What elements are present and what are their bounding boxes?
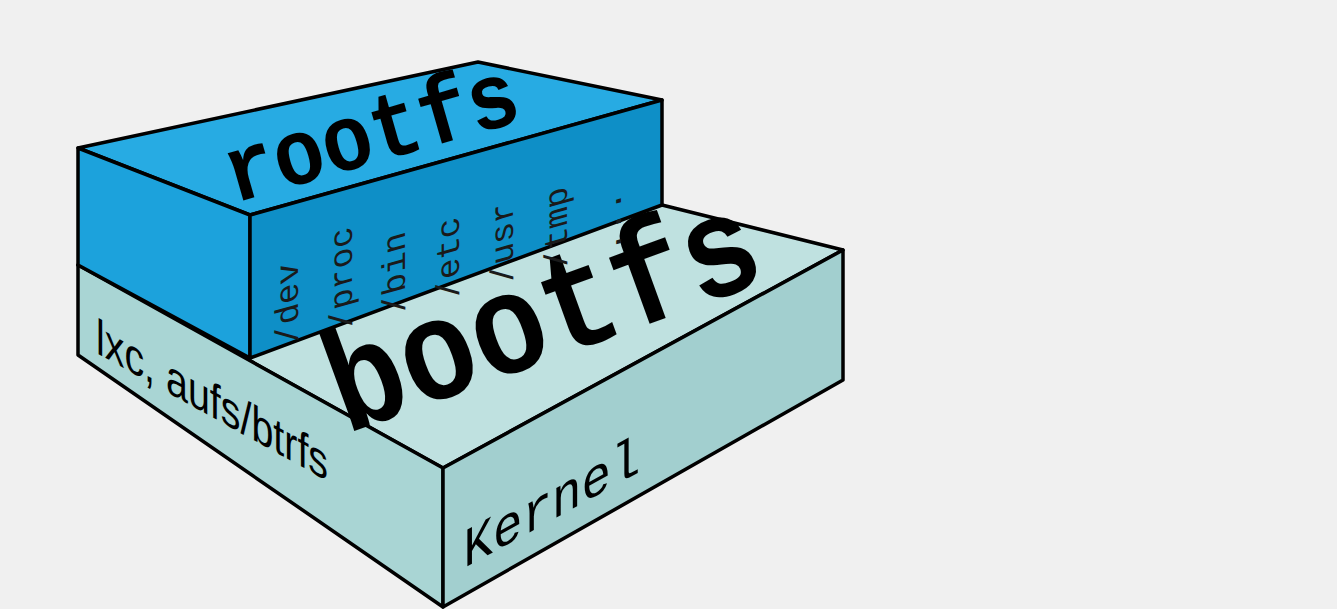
directory-label: /etc [424, 189, 478, 306]
directory-label: /proc [316, 220, 370, 337]
rootfs-layer-box: rootfs/dev/proc/bin/etc/usr/tmp... [70, 55, 670, 365]
directory-label: /usr [478, 174, 532, 291]
directory-label: /dev [262, 235, 316, 352]
directory-label: /tmp [532, 159, 586, 276]
directory-label: ... [586, 144, 640, 261]
directory-label: /bin [370, 205, 424, 322]
